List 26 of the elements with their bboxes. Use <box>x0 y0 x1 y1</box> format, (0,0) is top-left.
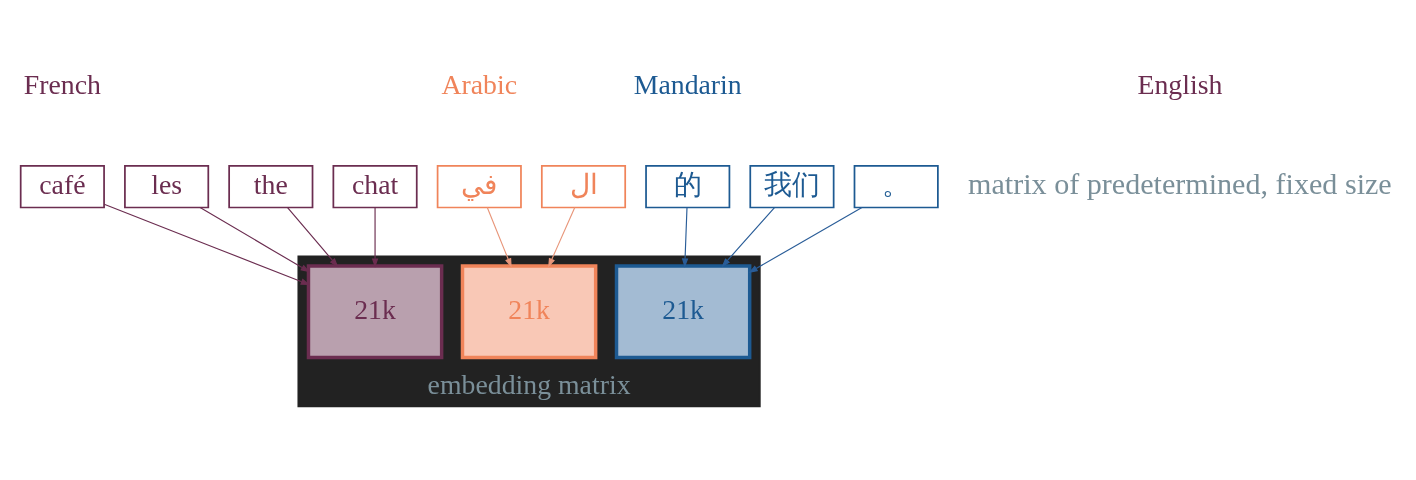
node-box: 21k <box>306 263 444 359</box>
arrow <box>721 206 776 267</box>
node-box: ال <box>540 164 627 208</box>
arrow <box>486 206 512 268</box>
node-box: 21k <box>614 263 752 359</box>
node-box: في <box>436 164 522 208</box>
label: English <box>1137 68 1223 100</box>
node-box: 。 <box>853 164 939 208</box>
label: matrix of predetermined, fixed size <box>968 166 1392 201</box>
arrow <box>103 203 310 285</box>
node-box: the <box>228 164 314 208</box>
node-box: chat <box>332 164 418 208</box>
arrow <box>681 206 689 268</box>
arrow <box>548 206 576 268</box>
node-box: café <box>19 164 105 208</box>
label: Mandarin <box>633 68 742 100</box>
arrow <box>748 206 863 273</box>
node-box: 我们 <box>749 164 835 208</box>
node-box: les <box>124 164 210 208</box>
node-box: 的 <box>645 164 731 208</box>
arrow <box>199 206 310 272</box>
node-box: 21k <box>460 263 598 359</box>
label: French <box>23 68 101 100</box>
arrow <box>287 206 339 267</box>
arrow <box>371 206 379 268</box>
label: Arabic <box>441 68 518 100</box>
